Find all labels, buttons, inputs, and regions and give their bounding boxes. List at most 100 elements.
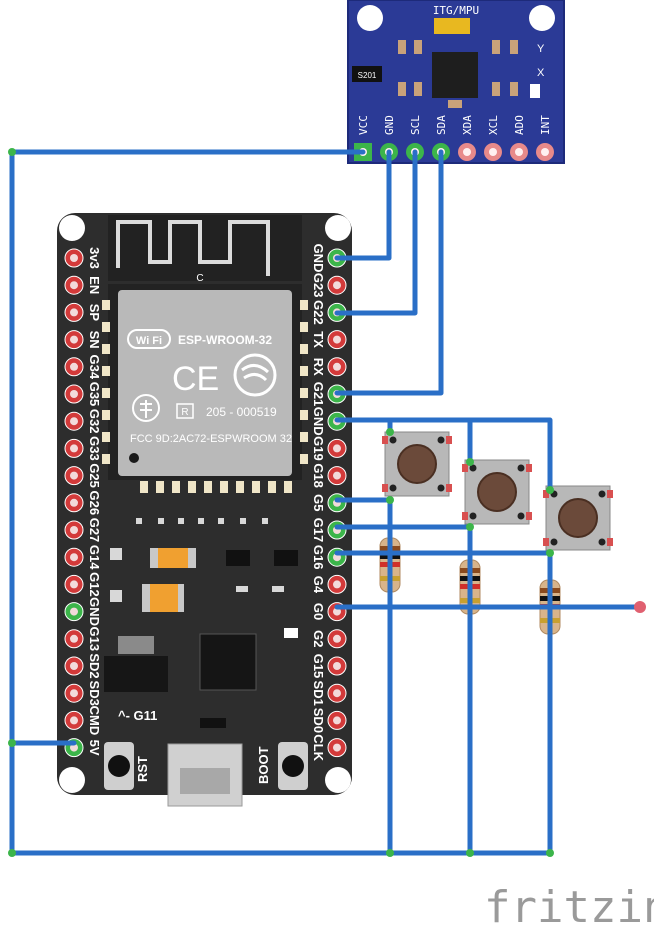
button-cap: [558, 498, 598, 538]
button-corner: [550, 538, 558, 546]
module-pad: [102, 300, 110, 310]
module-pad: [102, 322, 110, 332]
axis-x-label: X: [537, 67, 545, 79]
esp32-pin-hole: [333, 580, 341, 589]
esp32-pin-label: G27: [87, 518, 102, 543]
esp32-pin-hole: [70, 662, 78, 670]
module-pad: [102, 432, 110, 442]
esp32-pin-label: GND: [311, 244, 326, 273]
mpu-pin-label: SDA: [435, 115, 448, 135]
esp32-pin-label: G14: [87, 545, 102, 570]
esp32-pin-hole: [70, 743, 78, 752]
transistor-2: [274, 550, 298, 566]
esp32-pin-label: G16: [311, 545, 326, 570]
esp32-pin-hole: [70, 281, 78, 290]
module-pad: [300, 344, 308, 354]
esp32-pin-hole: [70, 254, 78, 262]
mpu-chip: [432, 52, 478, 98]
smd-components: [398, 40, 518, 108]
esp32-pin-label: CMD: [87, 706, 102, 736]
antenna-mark: C: [196, 273, 203, 284]
button-leg: [607, 538, 613, 546]
esp32-pin-label: SD0: [311, 708, 326, 733]
esp32-pin-label: G35: [87, 382, 102, 407]
module-shield: [118, 290, 292, 476]
fritzing-watermark: fritzing: [484, 882, 654, 933]
esp32-pin-label: RX: [311, 358, 326, 376]
button-leg: [382, 436, 388, 444]
module-name: ESP-WROOM-32: [178, 333, 272, 347]
cert-logo: [132, 394, 160, 422]
esp32-pin-hole: [70, 634, 78, 643]
esp32-mount-hole: [325, 767, 351, 793]
esp32-mount-hole: [325, 215, 351, 241]
button-corner: [598, 538, 606, 546]
button-cap: [397, 444, 437, 484]
wire-endpoints: [8, 148, 554, 857]
module-pad: [300, 322, 308, 332]
button-3[interactable]: [543, 485, 613, 551]
esp32-pin-label: G2: [311, 630, 326, 647]
button-corner: [517, 512, 525, 520]
wire-gnd-buttons[interactable]: [334, 417, 553, 493]
esp32-mount-hole: [59, 215, 85, 241]
module-pads: [102, 300, 308, 493]
mpu-pin-hole: [541, 148, 549, 156]
capacitor-2: [142, 584, 184, 612]
esp32-pin-hole: [70, 553, 78, 562]
module-pad: [252, 481, 260, 493]
regulator-chip: [352, 66, 382, 82]
mpu-pin-label: SCL: [409, 115, 422, 135]
esp32-pin-hole: [333, 362, 341, 371]
esp32-pin-label: G21: [311, 382, 326, 407]
button-leg: [526, 464, 532, 472]
button-leg: [607, 490, 613, 498]
button-corner: [469, 512, 477, 520]
esp32-pin-hole: [70, 308, 78, 317]
axis-y-label: Y: [537, 43, 545, 55]
module-pad: [102, 366, 110, 376]
button-corner: [437, 484, 445, 492]
module-pad: [156, 481, 164, 493]
boot-button[interactable]: [282, 755, 304, 777]
mpu-pin-hole: [515, 148, 523, 156]
antenna-area: [108, 215, 302, 281]
button-leg: [526, 512, 532, 520]
button-corner: [389, 484, 397, 492]
button-leg: [462, 464, 468, 472]
esp32-pin-label: GND: [87, 597, 102, 626]
esp32-pin-hole: [70, 335, 78, 344]
module-pad: [300, 366, 308, 376]
voltage-regulator: [104, 656, 168, 692]
esp32-pin-hole: [70, 716, 78, 725]
esp32-pin-label: G26: [87, 491, 102, 516]
module-pad: [220, 481, 228, 493]
esp32-pin-hole: [70, 607, 78, 616]
pin1-dot: [129, 453, 139, 463]
r-cert: R: [181, 407, 188, 418]
esp32-pin-label: G32: [87, 409, 102, 434]
esp32-pin-label: SD2: [87, 653, 102, 678]
button-2[interactable]: [462, 459, 532, 525]
mpu-pin-label: VCC: [357, 115, 370, 135]
button-corner: [469, 464, 477, 472]
esp32-pin-hole: [333, 281, 341, 290]
esp32-pin-label: GND: [311, 407, 326, 436]
open-wire-end[interactable]: [634, 601, 646, 613]
status-led: [284, 628, 298, 638]
esp32-pin-hole: [333, 335, 341, 344]
wire-sda[interactable]: [334, 149, 444, 396]
antenna-trace: [116, 220, 270, 276]
esp32-pin-hole: [70, 444, 78, 453]
wire-scl[interactable]: [334, 149, 418, 316]
module-pad: [102, 388, 110, 398]
rst-label: RST: [135, 756, 150, 782]
wire-gnd-mpu[interactable]: [334, 149, 392, 261]
rst-button[interactable]: [108, 755, 130, 777]
esp32-pin-hole: [333, 634, 341, 643]
r-cert-box: [176, 403, 194, 419]
module-pad: [300, 300, 308, 310]
button-1[interactable]: [382, 431, 452, 497]
